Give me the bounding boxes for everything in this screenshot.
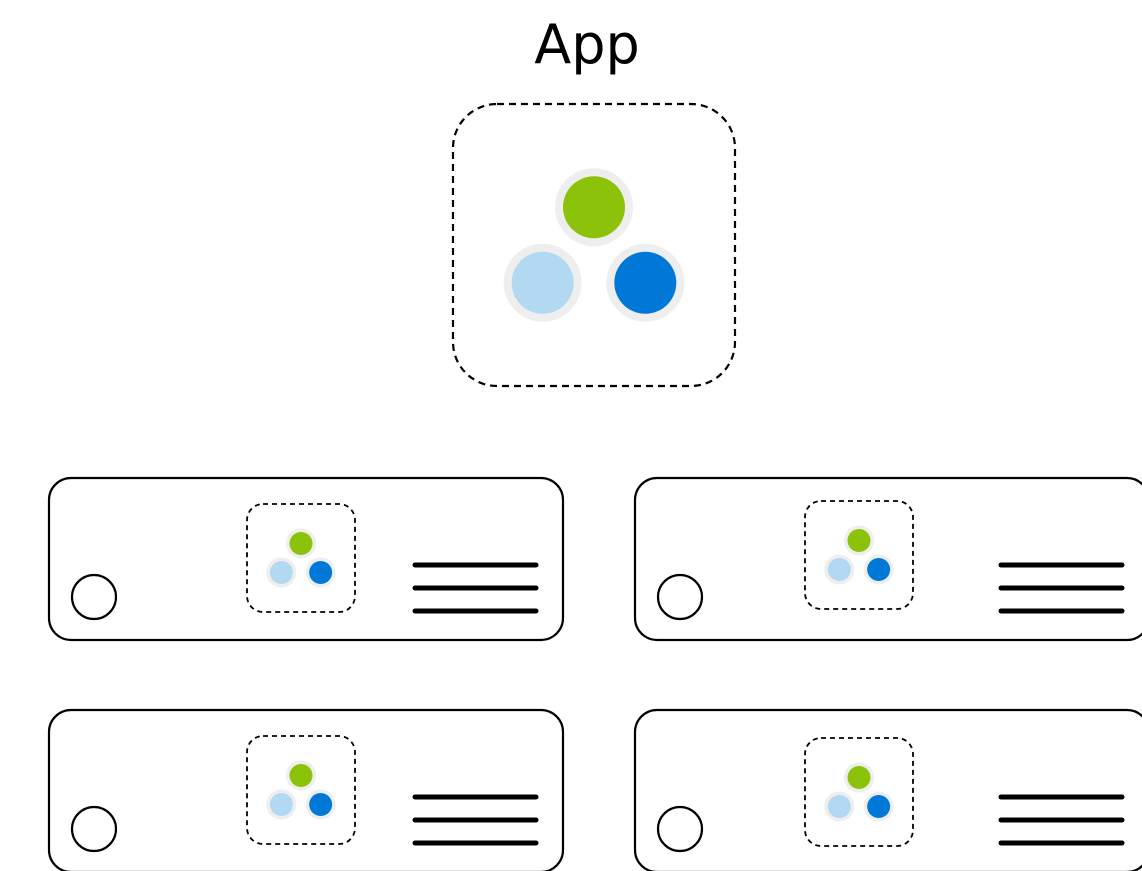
server-4 — [633, 708, 1142, 871]
light-blue-dot-icon — [269, 560, 293, 584]
light-blue-dot-icon — [511, 251, 574, 314]
app-dashed-border — [804, 737, 914, 847]
light-blue-dot-icon — [269, 792, 293, 816]
app-icon — [246, 735, 356, 845]
server-2 — [633, 476, 1142, 642]
blue-dot-icon — [867, 557, 891, 581]
green-dot-icon — [563, 176, 625, 239]
app-container — [451, 102, 737, 388]
app-dashed-border — [804, 500, 914, 610]
app-icon — [451, 102, 737, 388]
circle-icon — [70, 573, 118, 621]
diagram-title: App — [534, 13, 640, 76]
green-dot-icon — [289, 532, 313, 556]
server-group — [47, 476, 1142, 871]
green-dot-icon — [847, 766, 871, 790]
app-dashed-border — [246, 503, 356, 613]
app-dashed-border — [451, 102, 737, 388]
circle-icon — [656, 573, 704, 621]
app-icon — [804, 737, 914, 847]
blue-dot-icon — [309, 792, 333, 816]
server-1 — [47, 476, 565, 642]
hamburger-icon — [412, 562, 539, 614]
circle-icon — [70, 805, 118, 853]
app-icon — [804, 500, 914, 610]
hamburger-icon — [998, 562, 1125, 614]
blue-dot-icon — [867, 794, 891, 818]
blue-dot-icon — [309, 560, 333, 584]
light-blue-dot-icon — [827, 794, 851, 818]
green-dot-icon — [289, 764, 313, 788]
server-outline — [633, 708, 1142, 871]
server-3 — [47, 708, 565, 871]
circle-icon — [656, 805, 704, 853]
hamburger-icon — [412, 794, 539, 846]
green-dot-icon — [847, 529, 871, 553]
hamburger-icon — [998, 794, 1125, 846]
blue-dot-icon — [614, 251, 677, 314]
app-dashed-border — [246, 735, 356, 845]
light-blue-dot-icon — [827, 557, 851, 581]
server-outline — [47, 476, 565, 642]
server-outline — [47, 708, 565, 871]
app-icon — [246, 503, 356, 613]
